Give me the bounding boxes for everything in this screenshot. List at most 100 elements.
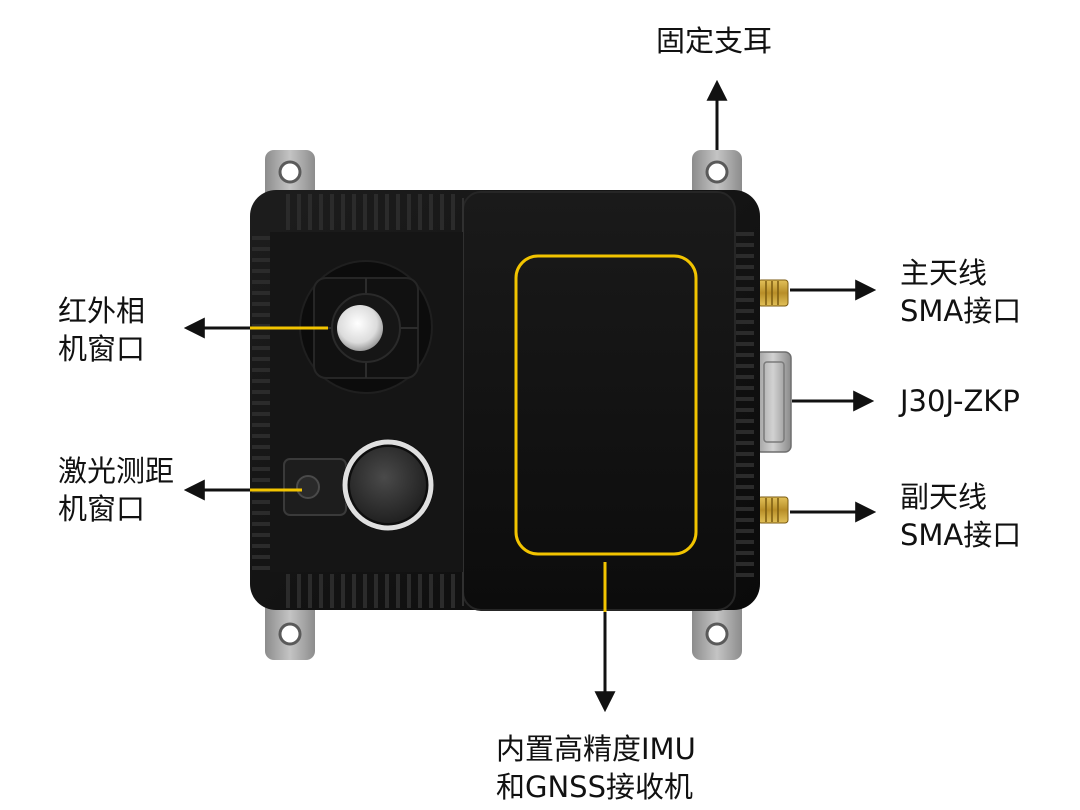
heatsink-fin (252, 445, 270, 449)
heatsink-fin (252, 379, 270, 383)
label-aux-antenna: 副天线 SMA接口 (900, 478, 1021, 554)
heatsink-fin (736, 276, 754, 280)
heatsink-fin (736, 529, 754, 533)
heatsink-fin (319, 194, 323, 230)
label-line: SMA接口 (900, 516, 1021, 554)
heatsink-fin (252, 511, 270, 515)
heatsink-fin (252, 291, 270, 295)
heatsink-fin (429, 574, 433, 608)
heatsink-fin (252, 258, 270, 262)
heatsink-fin (363, 574, 367, 608)
heatsink-fin (736, 353, 754, 357)
heatsink-fin (341, 194, 345, 230)
label-line: 副天线 (900, 478, 1021, 516)
heatsink-fin (252, 423, 270, 427)
heatsink-fin (385, 194, 389, 230)
bracket-hole (707, 162, 727, 182)
heatsink-fin (736, 408, 754, 412)
heatsink-fin (736, 364, 754, 368)
heatsink-fin (252, 368, 270, 372)
heatsink-fin (736, 320, 754, 324)
heatsink-fin (736, 452, 754, 456)
heatsink-fin (252, 412, 270, 416)
heatsink-fin (252, 456, 270, 460)
label-bracket: 固定支耳 (656, 22, 772, 60)
heatsink-fin (252, 357, 270, 361)
heatsink-fin (341, 574, 345, 608)
heatsink-fin (736, 573, 754, 577)
heatsink-fin (407, 574, 411, 608)
heatsink-fin (396, 574, 400, 608)
heatsink-fin (374, 194, 378, 230)
heatsink-fin (252, 280, 270, 284)
label-connector: J30J-ZKP (900, 382, 1020, 420)
heatsink-fin (330, 194, 334, 230)
label-line: 红外相 (58, 292, 145, 330)
heatsink-fin (736, 254, 754, 258)
heatsink-fin (252, 401, 270, 405)
label-line: 机窗口 (58, 330, 145, 368)
heatsink-fin (252, 522, 270, 526)
heatsink-fin (440, 574, 444, 608)
label-line: 主天线 (900, 254, 1021, 292)
heatsink-fin (736, 232, 754, 236)
heatsink-fin (736, 518, 754, 522)
heatsink-fin (736, 551, 754, 555)
heatsink-fin (429, 194, 433, 230)
heatsink-fin (374, 574, 378, 608)
heatsink-fin (736, 287, 754, 291)
heatsink-fin (418, 574, 422, 608)
heatsink-fin (736, 419, 754, 423)
label-line: 内置高精度IMU (496, 730, 696, 768)
heatsink-fin (363, 194, 367, 230)
heatsink-fin (736, 342, 754, 346)
heatsink-fin (252, 500, 270, 504)
heatsink-fin (385, 574, 389, 608)
heatsink-fin (736, 375, 754, 379)
heatsink-fin (736, 243, 754, 247)
heatsink-fin (736, 430, 754, 434)
j30j-connector (755, 352, 791, 452)
heatsink-fin (252, 533, 270, 537)
heatsink-fin (297, 574, 301, 608)
heatsink-fin (252, 346, 270, 350)
heatsink-fin (396, 194, 400, 230)
heatsink-fin (736, 540, 754, 544)
heatsink-fin (252, 313, 270, 317)
heatsink-fin (252, 335, 270, 339)
heatsink-fin (736, 298, 754, 302)
label-line: 激光测距 (58, 452, 174, 490)
heatsink-fin (736, 463, 754, 467)
heatsink-fin (736, 386, 754, 390)
heatsink-fin (451, 574, 455, 608)
heatsink-fin (736, 562, 754, 566)
bracket-hole (280, 624, 300, 644)
heatsink-fin (736, 397, 754, 401)
heatsink-fin (352, 194, 356, 230)
heatsink-fin (736, 441, 754, 445)
label-line: 和GNSS接收机 (496, 768, 696, 806)
heatsink-fin (252, 302, 270, 306)
label-line: 固定支耳 (656, 22, 772, 60)
heatsink-fin (252, 467, 270, 471)
bracket-hole (707, 624, 727, 644)
heatsink-fin (736, 474, 754, 478)
label-line: J30J-ZKP (900, 382, 1020, 420)
label-imu: 内置高精度IMU 和GNSS接收机 (496, 730, 696, 806)
heatsink-fin (252, 247, 270, 251)
label-main-antenna: 主天线 SMA接口 (900, 254, 1021, 330)
heatsink-fin (252, 236, 270, 240)
heatsink-fin (440, 194, 444, 230)
heatsink-fin (286, 574, 290, 608)
heatsink-fin (319, 574, 323, 608)
heatsink-fin (330, 574, 334, 608)
heatsink-fin (352, 574, 356, 608)
heatsink-fin (308, 574, 312, 608)
heatsink-fin (736, 309, 754, 313)
label-laser-window: 激光测距 机窗口 (58, 452, 174, 528)
label-ir-window: 红外相 机窗口 (58, 292, 145, 368)
heatsink-fin (252, 555, 270, 559)
heatsink-fin (736, 265, 754, 269)
heatsink-fin (252, 478, 270, 482)
